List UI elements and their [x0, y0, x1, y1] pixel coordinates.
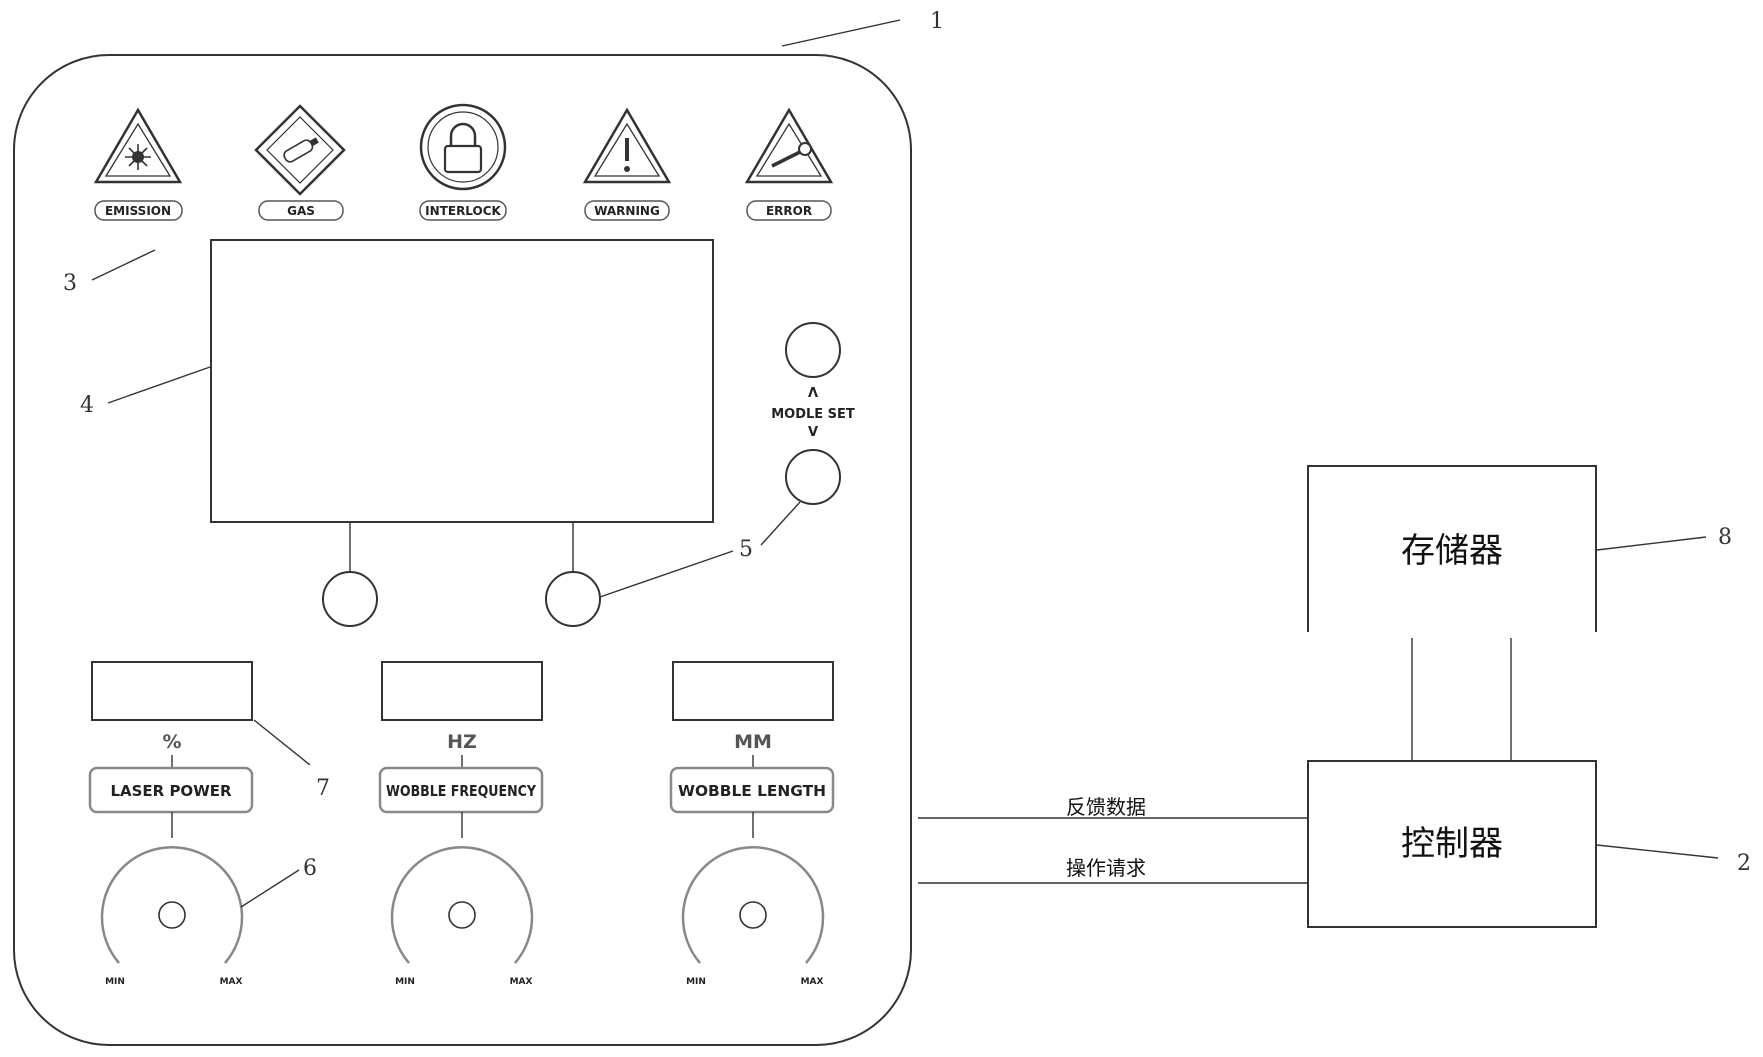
ref-numeral-memory: 8	[1718, 525, 1732, 550]
knob-dial-arc-laser-power	[100, 846, 244, 964]
indicator-label-warning: WARNING	[594, 204, 660, 218]
leader-line-5a	[599, 550, 734, 598]
readout-wobble-frequency	[381, 661, 543, 721]
indicator-badge-warning	[584, 200, 670, 221]
unit-wobble-length: MM	[734, 731, 772, 753]
indicator-row: EMISSION GAS INTERLOCK	[93, 103, 834, 221]
label-laser-power: LASER POWER	[110, 782, 232, 800]
label-frame-wobble-length	[669, 766, 835, 814]
ref-numeral-panel: 1	[930, 9, 944, 34]
feedback-data-label: 反馈数据	[1066, 795, 1146, 819]
leader-line-4	[107, 366, 211, 404]
memory-box	[1307, 465, 1597, 632]
softkey-right-button[interactable]	[545, 571, 601, 627]
leader-line-8	[1596, 536, 1707, 551]
channel-wobble-frequency: HZ WOBBLE FREQUENCY MIN MAX	[378, 661, 544, 987]
gas-cylinder-icon	[254, 104, 346, 196]
min-label: MIN	[105, 977, 125, 987]
indicator-label-gas: GAS	[287, 204, 315, 218]
memory-label: 存储器	[1401, 531, 1503, 571]
min-label: MIN	[395, 977, 415, 987]
leader-line-6	[240, 869, 300, 908]
indicator-badge-emission	[94, 200, 183, 221]
ref-numeral-buttons: 5	[739, 537, 753, 562]
knob-dial-arc-wobble-frequency	[390, 846, 534, 964]
indicator-label-error: ERROR	[766, 204, 812, 218]
ref-numeral-display: 4	[80, 393, 94, 418]
mode-up-arrow: Λ	[808, 386, 818, 401]
display-screen	[210, 239, 714, 523]
readout-laser-power	[91, 661, 253, 721]
mode-down-arrow: V	[808, 425, 818, 440]
knob-dial-arc-wobble-length	[681, 846, 825, 964]
indicator-badge-gas	[258, 200, 344, 221]
ref-numeral-indicator-row: 3	[63, 271, 77, 296]
laser-radiation-warning-icon	[93, 107, 183, 184]
leader-line-2	[1596, 844, 1719, 859]
max-label: MAX	[801, 977, 824, 987]
knob-laser-power[interactable]	[158, 901, 186, 929]
min-label: MIN	[686, 977, 706, 987]
channel-wobble-length: MM WOBBLE LENGTH MIN MAX	[669, 661, 835, 987]
exclamation-warning-icon	[582, 107, 672, 184]
indicator-badge-interlock	[419, 200, 507, 221]
label-wobble-length: WOBBLE LENGTH	[678, 782, 826, 800]
label-frame-wobble-frequency	[378, 766, 544, 814]
knob-wobble-length[interactable]	[739, 901, 767, 929]
leader-line-3	[91, 249, 156, 281]
label-frame-laser-power	[88, 766, 254, 814]
mode-down-button[interactable]	[785, 449, 841, 505]
max-label: MAX	[510, 977, 533, 987]
operation-request-label: 操作请求	[1066, 856, 1146, 880]
ref-numeral-readout: 7	[316, 776, 330, 801]
wrench-error-icon	[744, 107, 834, 184]
controller-box	[1307, 760, 1597, 928]
leader-line-7	[253, 719, 311, 766]
unit-laser-power: %	[162, 731, 181, 753]
indicator-label-interlock: INTERLOCK	[425, 204, 501, 218]
channel-laser-power: % LASER POWER MIN MAX	[88, 661, 254, 987]
leader-line-1	[781, 19, 901, 47]
label-wobble-frequency: WOBBLE FREQUENCY	[386, 782, 537, 800]
softkey-left-button[interactable]	[322, 571, 378, 627]
controller-label: 控制器	[1401, 824, 1503, 864]
indicator-label-emission: EMISSION	[105, 204, 171, 218]
unit-wobble-frequency: HZ	[447, 731, 477, 753]
ref-numeral-controller: 2	[1737, 851, 1751, 876]
readout-wobble-length	[672, 661, 834, 721]
mode-set-label: MODLE SET	[771, 407, 855, 422]
leader-line-5b	[760, 501, 801, 546]
mode-up-button[interactable]	[785, 322, 841, 378]
knob-wobble-frequency[interactable]	[448, 901, 476, 929]
ref-numeral-knob: 6	[303, 856, 317, 881]
indicator-badge-error	[746, 200, 832, 221]
max-label: MAX	[220, 977, 243, 987]
padlock-icon	[419, 103, 507, 191]
